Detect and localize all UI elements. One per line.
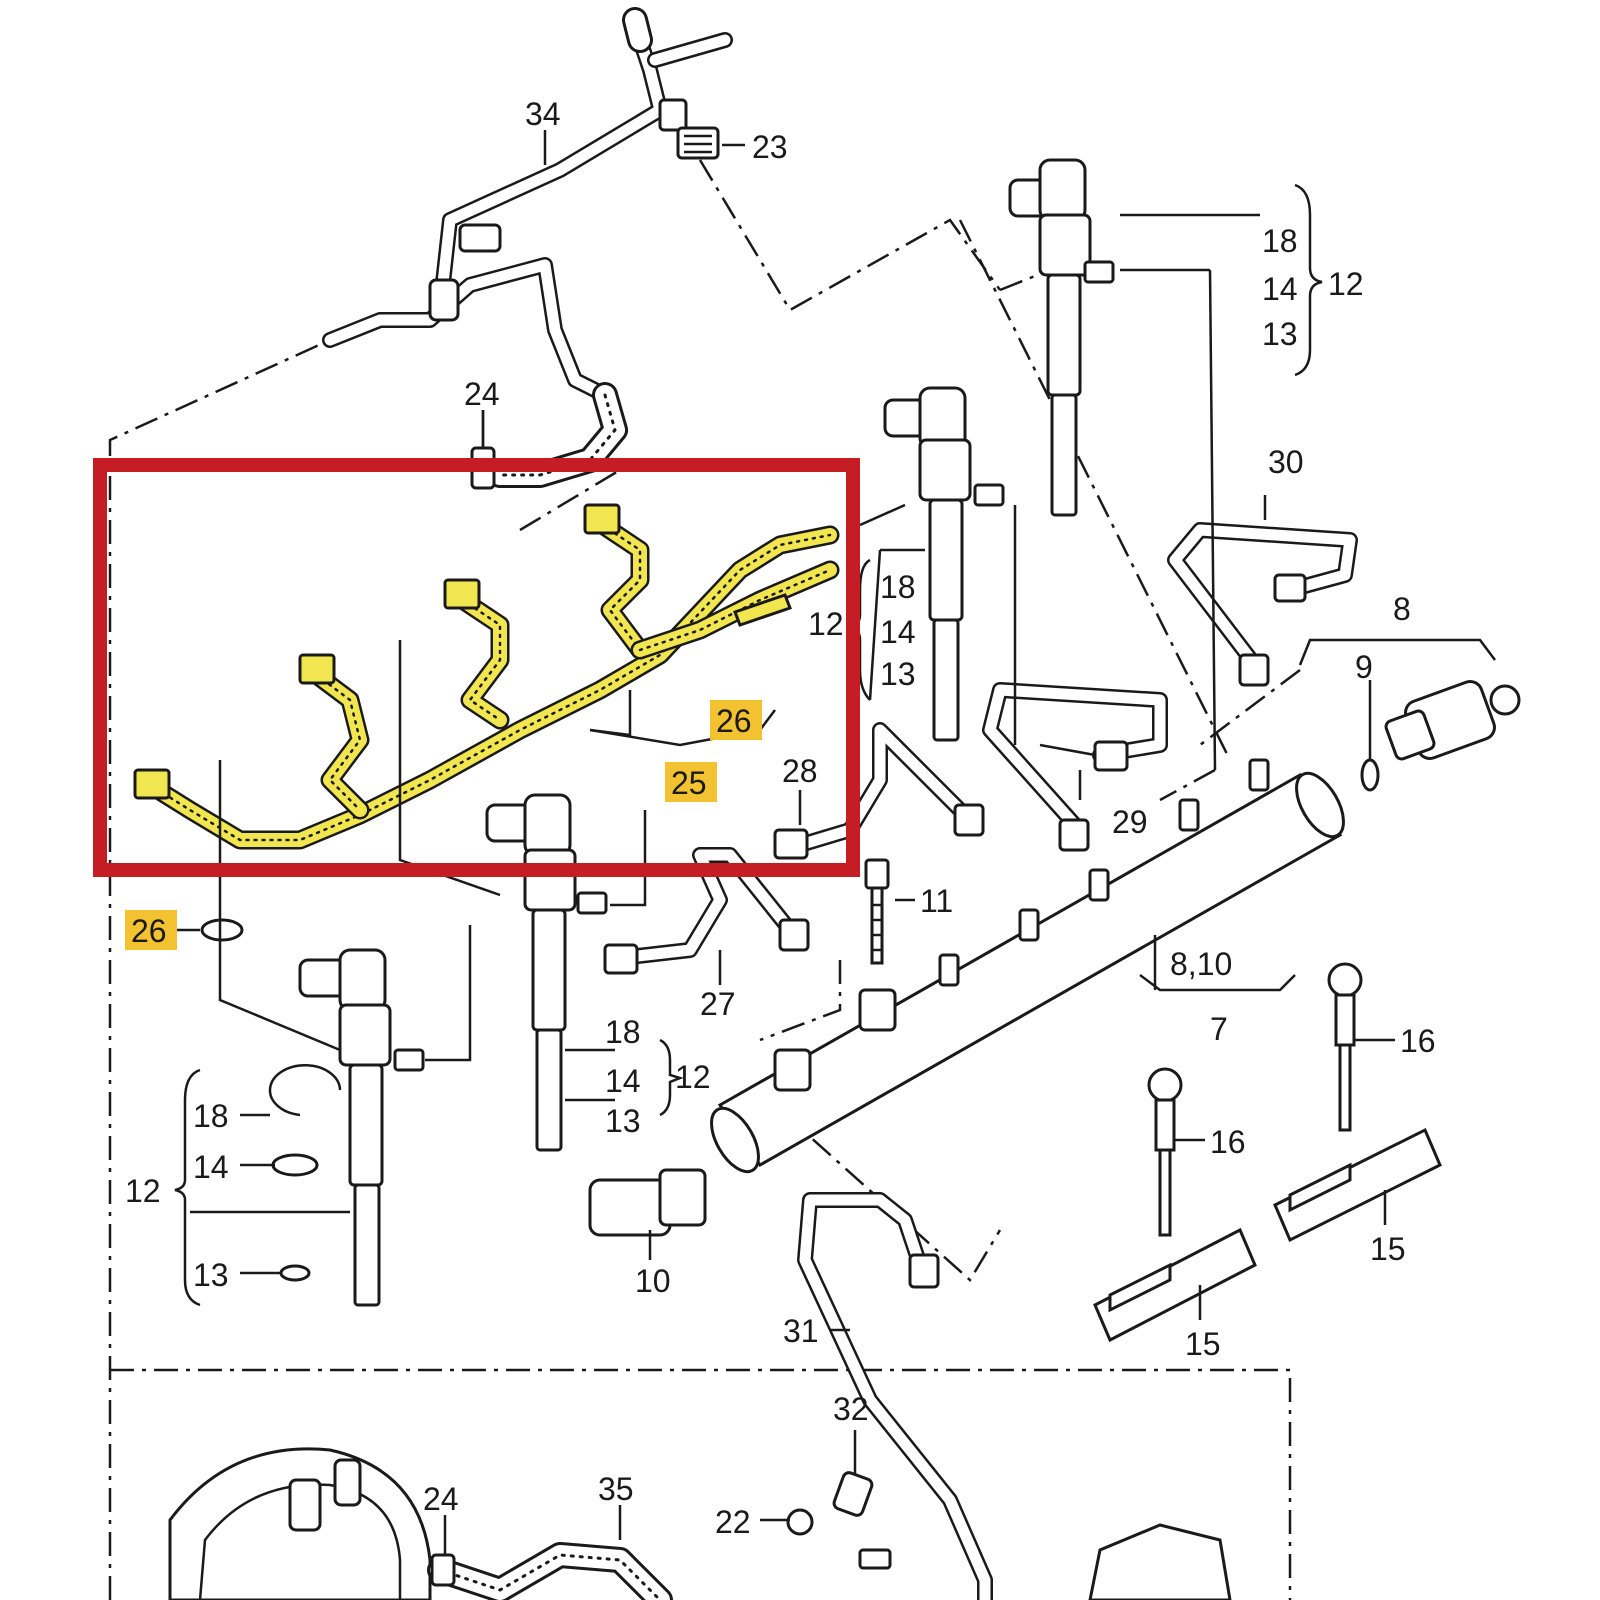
seals-left xyxy=(268,1064,342,1282)
label-13-d: 13 xyxy=(193,1257,229,1293)
label-9: 9 xyxy=(1355,649,1373,685)
pipe-29 xyxy=(982,682,1168,852)
label-7: 7 xyxy=(1210,1011,1228,1047)
label-24-top: 24 xyxy=(464,376,500,412)
clip-23 xyxy=(676,126,720,160)
label-35: 35 xyxy=(598,1471,634,1507)
injector-top-right xyxy=(1008,158,1115,517)
braces xyxy=(174,183,1323,1307)
label-16-right: 16 xyxy=(1400,1023,1436,1059)
return-hose-top xyxy=(487,7,653,488)
seal-9 xyxy=(1360,758,1380,792)
highlight-frame xyxy=(93,458,860,877)
label-14-c: 14 xyxy=(605,1063,641,1099)
pipe-28 xyxy=(773,722,985,860)
highlight-markers xyxy=(125,700,762,950)
label-13-b: 13 xyxy=(880,656,916,692)
callout-labels: 34 23 24 18 14 13 12 30 8 9 12 18 14 13 … xyxy=(125,96,1436,1540)
label-28: 28 xyxy=(782,753,818,789)
pressure-valve-8 xyxy=(1384,680,1521,761)
label-15-right: 15 xyxy=(1370,1231,1406,1267)
label-14-a: 14 xyxy=(1262,271,1298,307)
clamp-15-right xyxy=(1273,1127,1442,1243)
label-32: 32 xyxy=(833,1391,869,1427)
clamp-24-bottom xyxy=(430,1553,456,1587)
label-18-b: 18 xyxy=(880,569,916,605)
label-12-d: 12 xyxy=(125,1173,161,1209)
label-22: 22 xyxy=(715,1504,751,1540)
injector-left xyxy=(298,948,425,1307)
fuel-filter-flange xyxy=(168,1447,432,1600)
label-18-d: 18 xyxy=(193,1098,229,1134)
label-24-bottom: 24 xyxy=(423,1481,459,1517)
label-15-left: 15 xyxy=(1185,1326,1221,1362)
seal-26 xyxy=(200,918,244,942)
label-30: 30 xyxy=(1268,444,1304,480)
label-18-c: 18 xyxy=(605,1014,641,1050)
label-26-highlight-b: 26 xyxy=(131,913,167,949)
injector-center xyxy=(485,793,608,1152)
wiring-harness-25 xyxy=(133,503,840,850)
injector-middle xyxy=(883,386,1005,742)
hose-35 xyxy=(427,1542,673,1600)
label-12-c: 12 xyxy=(675,1059,711,1095)
label-13-a: 13 xyxy=(1262,316,1298,352)
fitting-32 xyxy=(786,1471,892,1570)
pipe-34 xyxy=(322,32,733,403)
label-27: 27 xyxy=(700,986,736,1022)
label-11: 11 xyxy=(920,883,953,919)
label-13-c: 13 xyxy=(605,1103,641,1139)
label-14-b: 14 xyxy=(880,614,916,650)
label-12-b: 12 xyxy=(808,606,844,642)
pipe-30 xyxy=(1167,522,1358,687)
label-8-10: 8,10 xyxy=(1170,946,1232,982)
fuel-rail-7 xyxy=(710,758,1345,1174)
label-16-left: 16 xyxy=(1210,1124,1246,1160)
sensor-10 xyxy=(588,1168,707,1237)
bolt-11 xyxy=(864,858,890,965)
label-25-highlight: 25 xyxy=(671,765,707,801)
label-34: 34 xyxy=(525,96,561,132)
label-14-d: 14 xyxy=(193,1149,229,1185)
label-26-highlight-a: 26 xyxy=(716,703,752,739)
label-31: 31 xyxy=(783,1313,819,1349)
bolt-16-right xyxy=(1327,962,1363,1132)
label-29: 29 xyxy=(1112,804,1148,840)
label-10: 10 xyxy=(635,1263,671,1299)
label-18-a: 18 xyxy=(1262,223,1298,259)
bolt-16-left xyxy=(1147,1067,1183,1237)
housing-bottom-right xyxy=(1088,1523,1232,1600)
pipe-31 xyxy=(797,1192,993,1600)
label-23: 23 xyxy=(752,129,788,165)
label-12-a: 12 xyxy=(1328,266,1364,302)
clamp-15-left xyxy=(1093,1227,1257,1343)
label-8: 8 xyxy=(1393,591,1411,627)
